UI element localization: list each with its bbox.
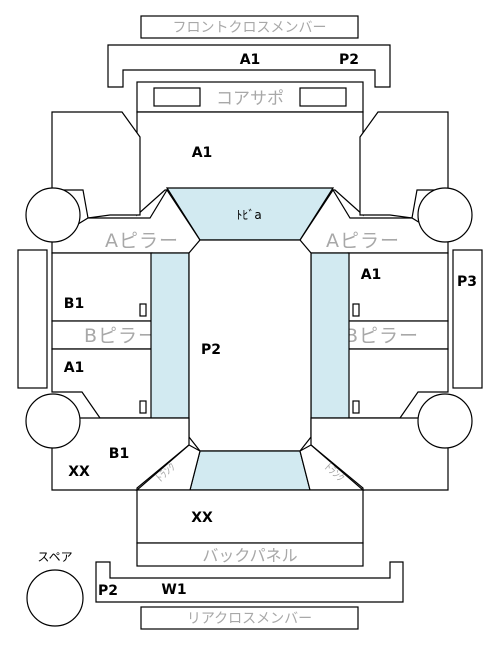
rear-window[interactable] (189, 450, 311, 491)
left-rear-quarter[interactable] (51, 417, 190, 491)
hood-area-code: A1 (192, 145, 213, 161)
trunk-lid-code: XX (191, 510, 213, 526)
left-rear-quarter-code: B1 (109, 446, 129, 462)
left-front-wheel[interactable] (25, 187, 81, 243)
right-rear-door-handle (352, 400, 360, 414)
right-rocker[interactable] (452, 249, 483, 389)
trunk-lid[interactable] (136, 489, 364, 544)
back-panel-label: バックパネル (202, 546, 297, 565)
rear-cross-member-code-center: W1 (161, 582, 186, 598)
right-front-door-handle (352, 303, 360, 317)
core-support-label: コアサポ (216, 89, 284, 109)
right-front-door[interactable] (347, 252, 449, 322)
right-rear-quarter[interactable] (310, 417, 449, 491)
left-rocker[interactable] (17, 249, 48, 389)
left-b-pillar-label: Bピラー (84, 325, 158, 347)
spare-label: スペア (37, 550, 72, 564)
right-b-pillar-label: Bピラー (345, 325, 419, 347)
spare-tire[interactable] (26, 569, 84, 627)
left-front-door[interactable] (51, 252, 153, 322)
right-front-door-code: A1 (361, 267, 382, 283)
right-a-pillar-label: Aピラー (326, 230, 400, 252)
back-panel[interactable] (136, 542, 364, 567)
left-rear-door-code: A1 (64, 360, 85, 376)
left-front-door-handle (139, 303, 147, 317)
core-support-right-slot (299, 87, 347, 107)
left-rear-wheel[interactable] (25, 393, 81, 449)
rear-cross-member-label: リアクロスメンバー (187, 611, 312, 627)
front-cross-member-box[interactable] (140, 15, 359, 39)
core-support-left-slot (153, 87, 201, 107)
right-rocker-code: P3 (457, 274, 477, 290)
left-roof-rail[interactable] (150, 252, 190, 419)
left-rear-corner-code: XX (68, 464, 90, 480)
front-cross-member-code-right: P2 (339, 52, 359, 68)
left-front-door-code: B1 (64, 296, 84, 312)
rear-cross-member[interactable] (95, 561, 404, 603)
front-cross-member-label: フロントクロスメンバー (173, 20, 327, 36)
roof-label: ﾄﾋﾞa (236, 208, 261, 222)
left-a-pillar-label: Aピラー (105, 230, 179, 252)
rear-cross-member-box[interactable] (140, 606, 359, 630)
roof-center-code: P2 (201, 342, 221, 358)
front-cross-member-code-left: A1 (240, 52, 261, 68)
right-roof-rail[interactable] (310, 252, 350, 419)
rear-cross-member-code-left: P2 (98, 583, 118, 599)
right-front-wheel[interactable] (417, 187, 473, 243)
left-rear-door-handle (139, 400, 147, 414)
right-rear-wheel[interactable] (417, 393, 473, 449)
front-cross-member[interactable] (107, 44, 391, 88)
